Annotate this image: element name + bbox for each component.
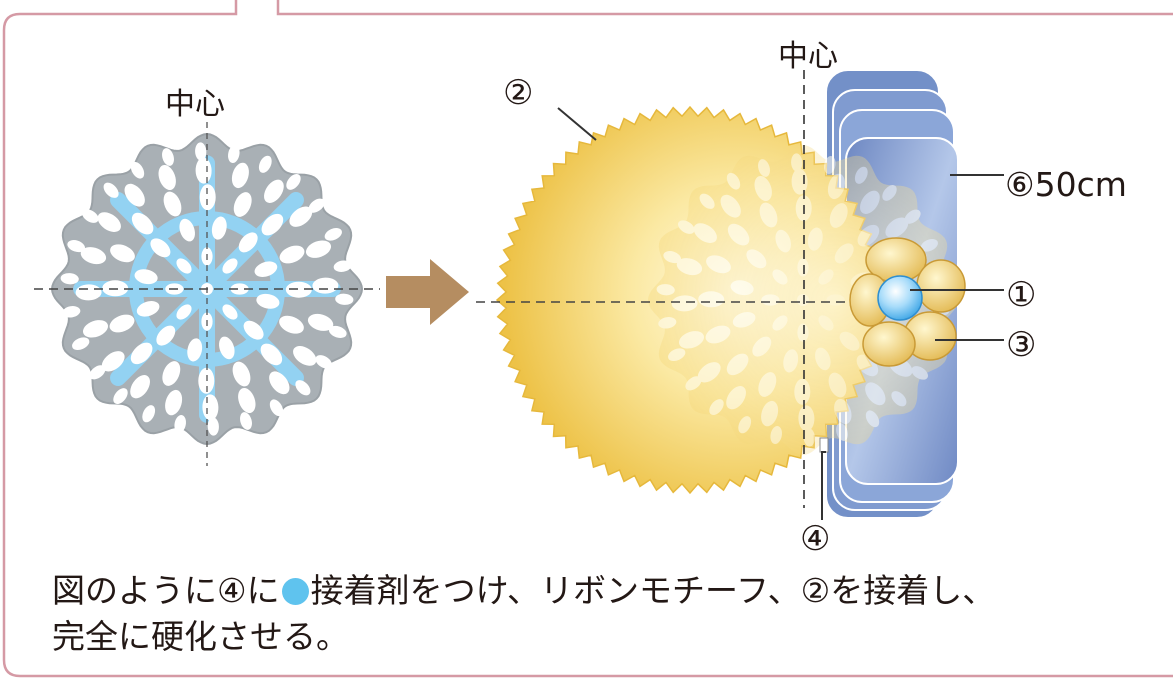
label-center-left: 中心 — [165, 87, 225, 122]
label-center-right: 中心 — [778, 39, 838, 74]
caption-line-1: 図のように④に接着剤をつけ、リボンモチーフ、②を接着し、 — [52, 574, 995, 607]
label-part-1: ① — [1006, 275, 1036, 315]
arrow-right-icon — [386, 259, 469, 325]
label-part-3: ③ — [1006, 325, 1036, 365]
caption-line-1-end: 接着剤をつけ、リボンモチーフ、②を接着し、 — [310, 571, 996, 610]
doily-lace-ghost — [648, 145, 958, 455]
leader-lines — [557, 107, 1004, 520]
glue-dot-icon — [281, 578, 309, 605]
label-part-4: ④ — [800, 519, 830, 559]
ribbon-flower-motif — [849, 237, 966, 367]
part-4-marker — [819, 437, 829, 453]
label-part-2: ② — [503, 73, 533, 113]
caption-line-2: 完全に硬化させる。 — [52, 617, 349, 656]
caption-line-1-start: 図のように④に — [52, 571, 280, 610]
label-part-6-size: ⑥50cm — [1005, 165, 1127, 204]
pearl-center — [877, 275, 923, 321]
